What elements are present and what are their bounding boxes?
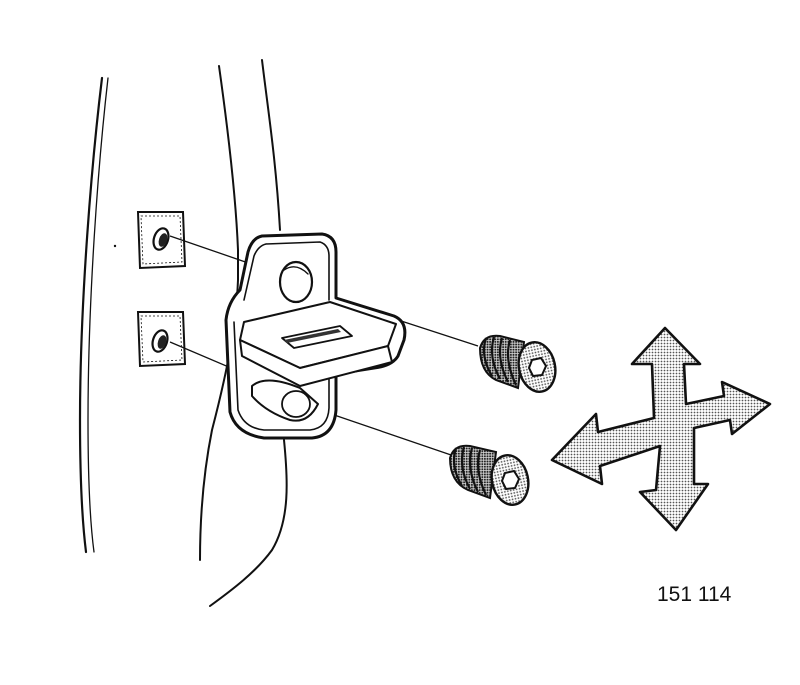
striker-slot-shadow <box>284 329 341 343</box>
striker-tongue-front <box>239 339 393 387</box>
screw-upper-hex-socket <box>527 356 548 378</box>
pillar-outer-edge-2 <box>87 77 109 553</box>
screw-lower-thread <box>448 444 498 500</box>
screw-lower <box>448 444 530 506</box>
figure-number: 151 114 <box>657 583 732 606</box>
striker-upper-hole <box>278 260 314 304</box>
striker-outline-inner <box>233 241 330 431</box>
striker-lower-hole <box>251 379 319 422</box>
pillar-outer-edge-1 <box>78 76 104 554</box>
screw-lower-hex-socket <box>500 469 521 491</box>
screw-upper <box>478 334 557 393</box>
mounting-holes <box>136 211 187 368</box>
pillar-dot <box>113 244 117 248</box>
mounting-hole-lower <box>136 311 187 368</box>
mounting-hole-upper <box>136 211 187 270</box>
four-way-arrow-icon <box>550 326 772 532</box>
striker-plate <box>224 232 407 440</box>
pillar-flange-edge <box>209 59 288 607</box>
